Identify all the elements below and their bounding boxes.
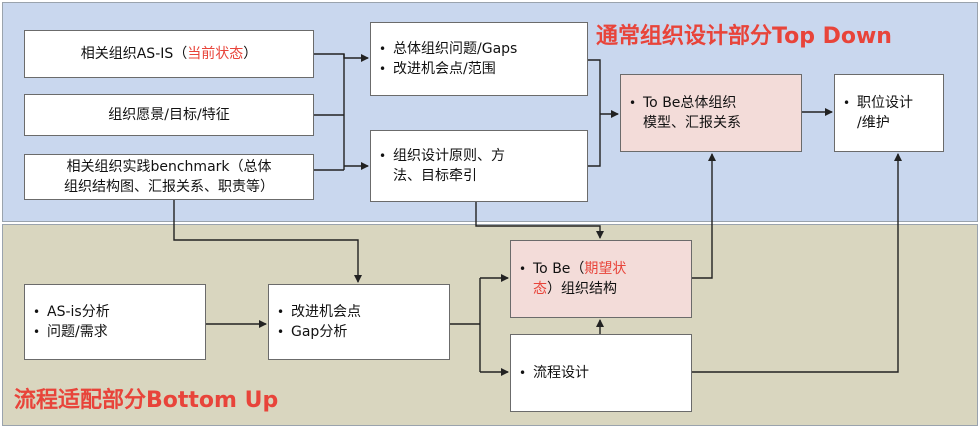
- bottom-up-title: 流程适配部分Bottom Up: [14, 388, 279, 413]
- position-list: 职位设计/维护: [835, 93, 913, 133]
- improve-list: 改进机会点 Gap分析: [269, 302, 361, 342]
- vision-box: 组织愿景/目标/特征: [24, 94, 314, 136]
- vision-text: 组织愿景/目标/特征: [108, 107, 230, 123]
- position-item: 职位设计/维护: [843, 93, 913, 133]
- process-list: 流程设计: [511, 363, 589, 383]
- principles-box: 组织设计原则、方法、目标牵引: [370, 130, 588, 202]
- asis-analysis-box: AS-is分析 问题/需求: [24, 284, 206, 360]
- arrow-asis-to-issues: [314, 53, 369, 62]
- improve-box: 改进机会点 Gap分析: [268, 284, 450, 360]
- arrow-issues-to-tobe: [588, 59, 601, 114]
- principles-list: 组织设计原则、方法、目标牵引: [371, 146, 505, 186]
- process-item: 流程设计: [519, 363, 589, 383]
- improve-item: Gap分析: [277, 322, 361, 342]
- asis-analysis-item: AS-is分析: [33, 302, 110, 322]
- arrow-benchmark-to-improve: [173, 200, 362, 283]
- arrow-expected-to-model: [692, 153, 716, 279]
- issues-item: 改进机会点/范围: [379, 59, 517, 79]
- process-box: 流程设计: [510, 334, 692, 412]
- as-is-text: 相关组织AS-IS（当前状态）: [80, 46, 258, 62]
- issues-item: 总体组织问题/Gaps: [379, 39, 517, 59]
- benchmark-text: 相关组织实践benchmark（总体 组织结构图、汇报关系、职责等）: [64, 159, 274, 195]
- issues-list: 总体组织问题/Gaps 改进机会点/范围: [371, 39, 517, 79]
- top-down-title: 通常组织设计部分Top Down: [596, 24, 892, 49]
- arrow-process-to-position: [692, 153, 902, 373]
- position-box: 职位设计/维护: [834, 74, 944, 152]
- asis-analysis-list: AS-is分析 问题/需求: [25, 302, 110, 342]
- issues-box: 总体组织问题/Gaps 改进机会点/范围: [370, 22, 588, 96]
- improve-item: 改进机会点: [277, 302, 361, 322]
- arrow-principles-to-tobe: [588, 114, 601, 167]
- as-is-box: 相关组织AS-IS（当前状态）: [24, 30, 314, 78]
- benchmark-box: 相关组织实践benchmark（总体 组织结构图、汇报关系、职责等）: [24, 154, 314, 200]
- arrow-principles-to-expected: [475, 202, 604, 239]
- principles-item: 组织设计原则、方法、目标牵引: [379, 146, 505, 186]
- asis-analysis-item: 问题/需求: [33, 322, 110, 342]
